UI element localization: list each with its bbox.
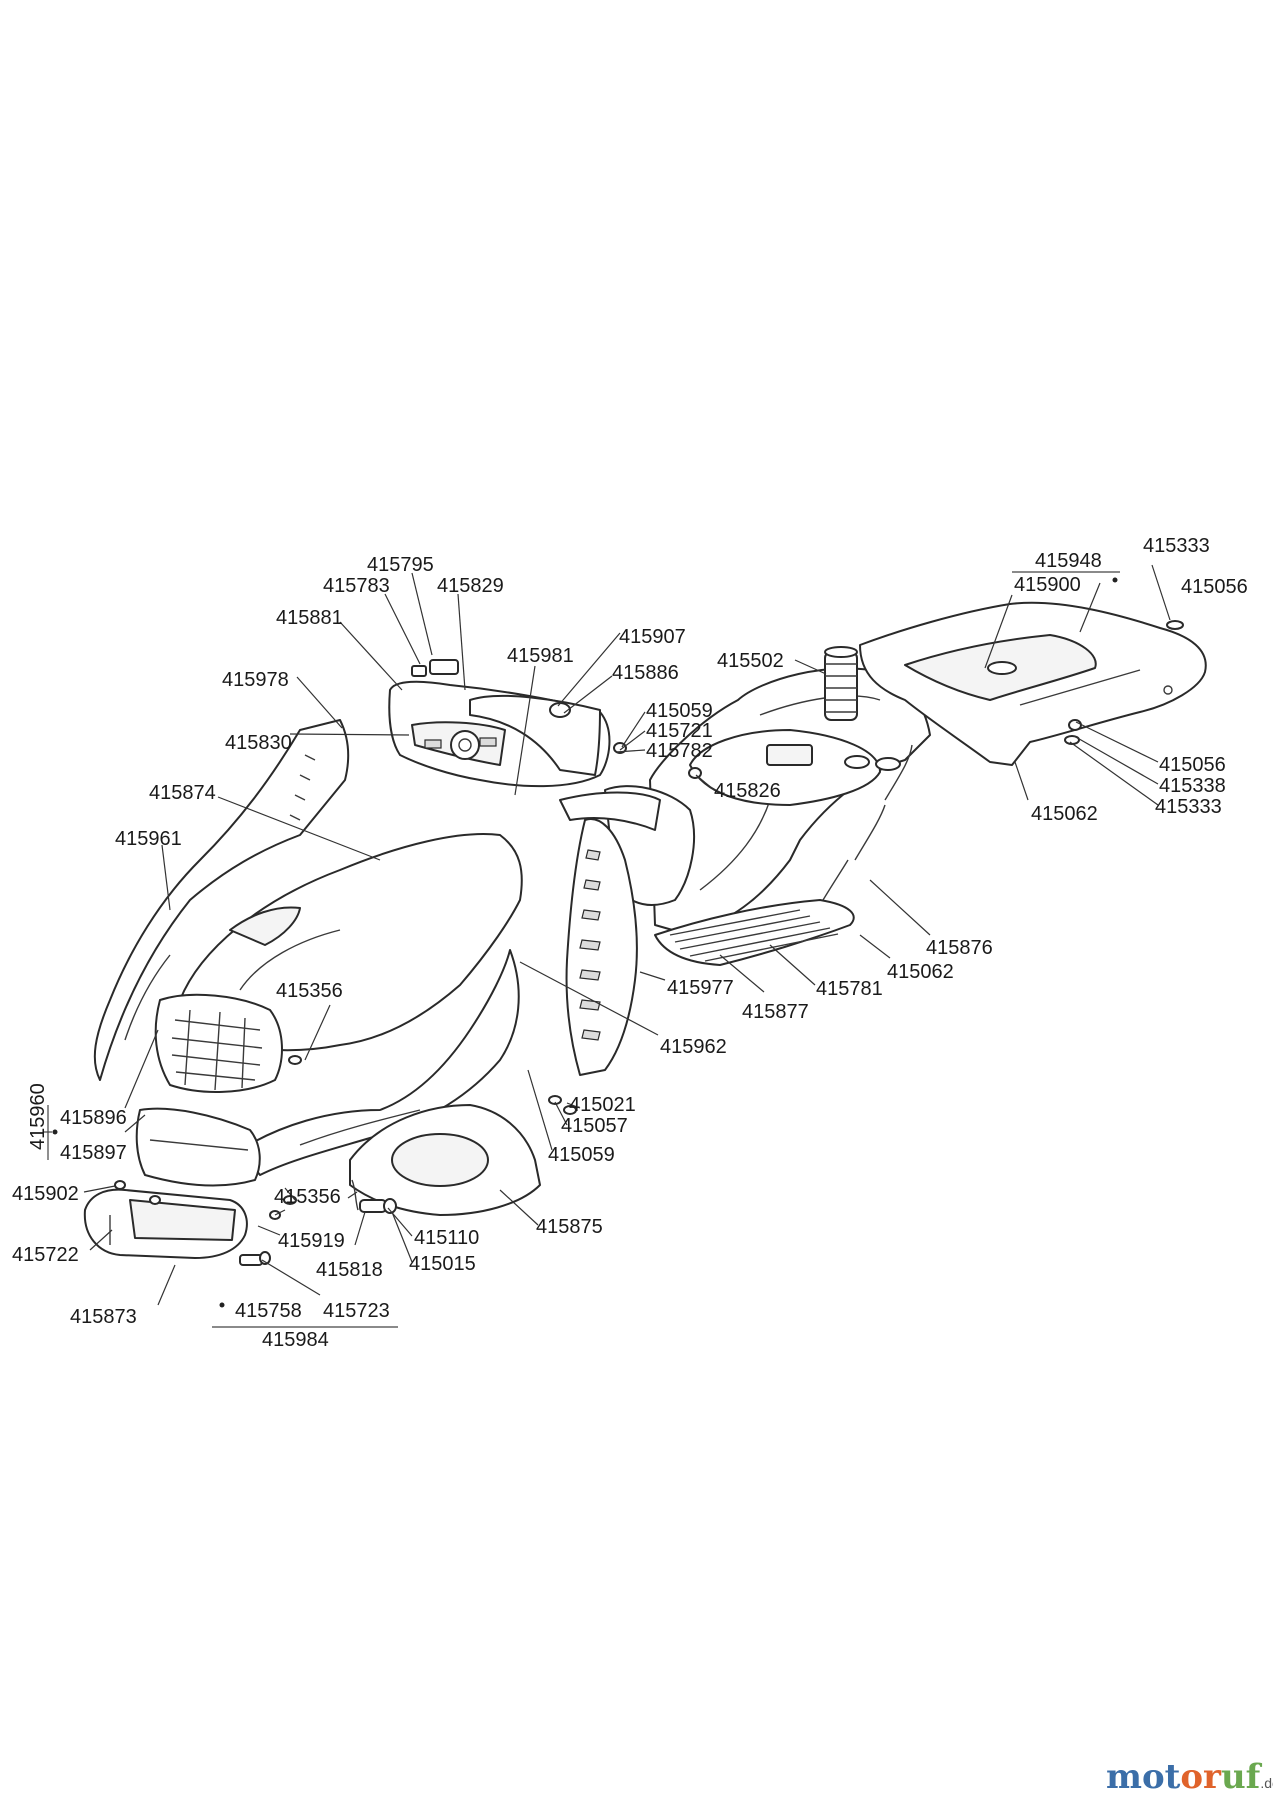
svg-text:motoruf.de: motoruf.de <box>1106 1757 1273 1797</box>
label-415062-top: 415062 <box>1031 803 1098 825</box>
watermark-part-mot: mot <box>1106 1757 1181 1797</box>
label-415897: 415897 <box>60 1142 127 1164</box>
label-415057: 415057 <box>561 1115 628 1137</box>
label-415059: 415059 <box>548 1144 615 1166</box>
rear-deck-415948 <box>859 601 1207 766</box>
label-415962: 415962 <box>660 1036 727 1058</box>
label-415056-top: 415056 <box>1181 576 1248 598</box>
label-415886: 415886 <box>612 662 679 684</box>
label-415875: 415875 <box>536 1216 603 1238</box>
label-415110: 415110 <box>414 1227 479 1249</box>
front-guard-415902 <box>135 1107 261 1187</box>
label-415829: 415829 <box>437 575 504 597</box>
label-415881: 415881 <box>276 607 343 629</box>
label-415783: 415783 <box>323 575 390 597</box>
label-415961: 415961 <box>115 828 182 850</box>
leader-lines <box>83 564 1171 1306</box>
label-415722: 415722 <box>12 1244 79 1266</box>
label-415874: 415874 <box>149 782 216 804</box>
grille-415896 <box>154 993 283 1093</box>
label-415896: 415896 <box>60 1107 127 1129</box>
label-415333-top: 415333 <box>1143 535 1210 557</box>
label-415877: 415877 <box>742 1001 809 1023</box>
label-415056: 415056 <box>1159 754 1226 776</box>
label-415721: 415721 <box>646 720 713 742</box>
label-415062: 415062 <box>887 961 954 983</box>
label-415977: 415977 <box>667 977 734 999</box>
watermark-part-uf: uf <box>1221 1757 1263 1797</box>
label-415919: 415919 <box>278 1230 345 1252</box>
label-415015: 415015 <box>409 1253 476 1275</box>
label-415502: 415502 <box>717 650 784 672</box>
group-brackets <box>44 571 1120 1328</box>
label-415333: 415333 <box>1155 796 1222 818</box>
label-415830: 415830 <box>225 732 292 754</box>
label-415059-top: 415059 <box>646 700 713 722</box>
label-415876: 415876 <box>926 937 993 959</box>
label-415723: 415723 <box>323 1300 390 1322</box>
label-415356-top: 415356 <box>276 980 343 1002</box>
label-415948: 415948 <box>1035 550 1102 572</box>
label-415782: 415782 <box>646 740 713 762</box>
underpan-415875 <box>349 1104 541 1216</box>
watermark-suffix: .de <box>1260 1775 1273 1791</box>
part-labels: 415795 415783 415829 415881 415981 41590… <box>12 535 1248 1351</box>
motoruf-watermark: motoruf.de <box>1106 1757 1273 1797</box>
label-415984: 415984 <box>262 1329 329 1351</box>
side-panel-left-415978 <box>93 719 350 1081</box>
label-415902: 415902 <box>12 1183 79 1205</box>
front-bumper-415722 <box>83 1188 248 1259</box>
label-415338: 415338 <box>1159 775 1226 797</box>
floor-mat-415877 <box>654 899 855 966</box>
label-415356: 415356 <box>274 1186 341 1208</box>
label-415826: 415826 <box>714 780 781 802</box>
label-415900: 415900 <box>1014 574 1081 596</box>
label-415873: 415873 <box>70 1306 137 1328</box>
watermark-part-or: or <box>1180 1757 1222 1797</box>
label-415758: 415758 <box>235 1300 302 1322</box>
fuel-tank-area-415502 <box>689 729 901 806</box>
label-415795: 415795 <box>367 554 434 576</box>
label-415960: 415960 <box>27 1083 49 1150</box>
label-415021: 415021 <box>569 1094 636 1116</box>
label-415818: 415818 <box>316 1259 383 1281</box>
side-panel-right-415977 <box>565 818 638 1076</box>
label-415907: 415907 <box>619 626 686 648</box>
label-415981: 415981 <box>507 645 574 667</box>
label-415978: 415978 <box>222 669 289 691</box>
filler-neck-415502 <box>824 646 858 721</box>
label-415781: 415781 <box>816 978 883 1000</box>
